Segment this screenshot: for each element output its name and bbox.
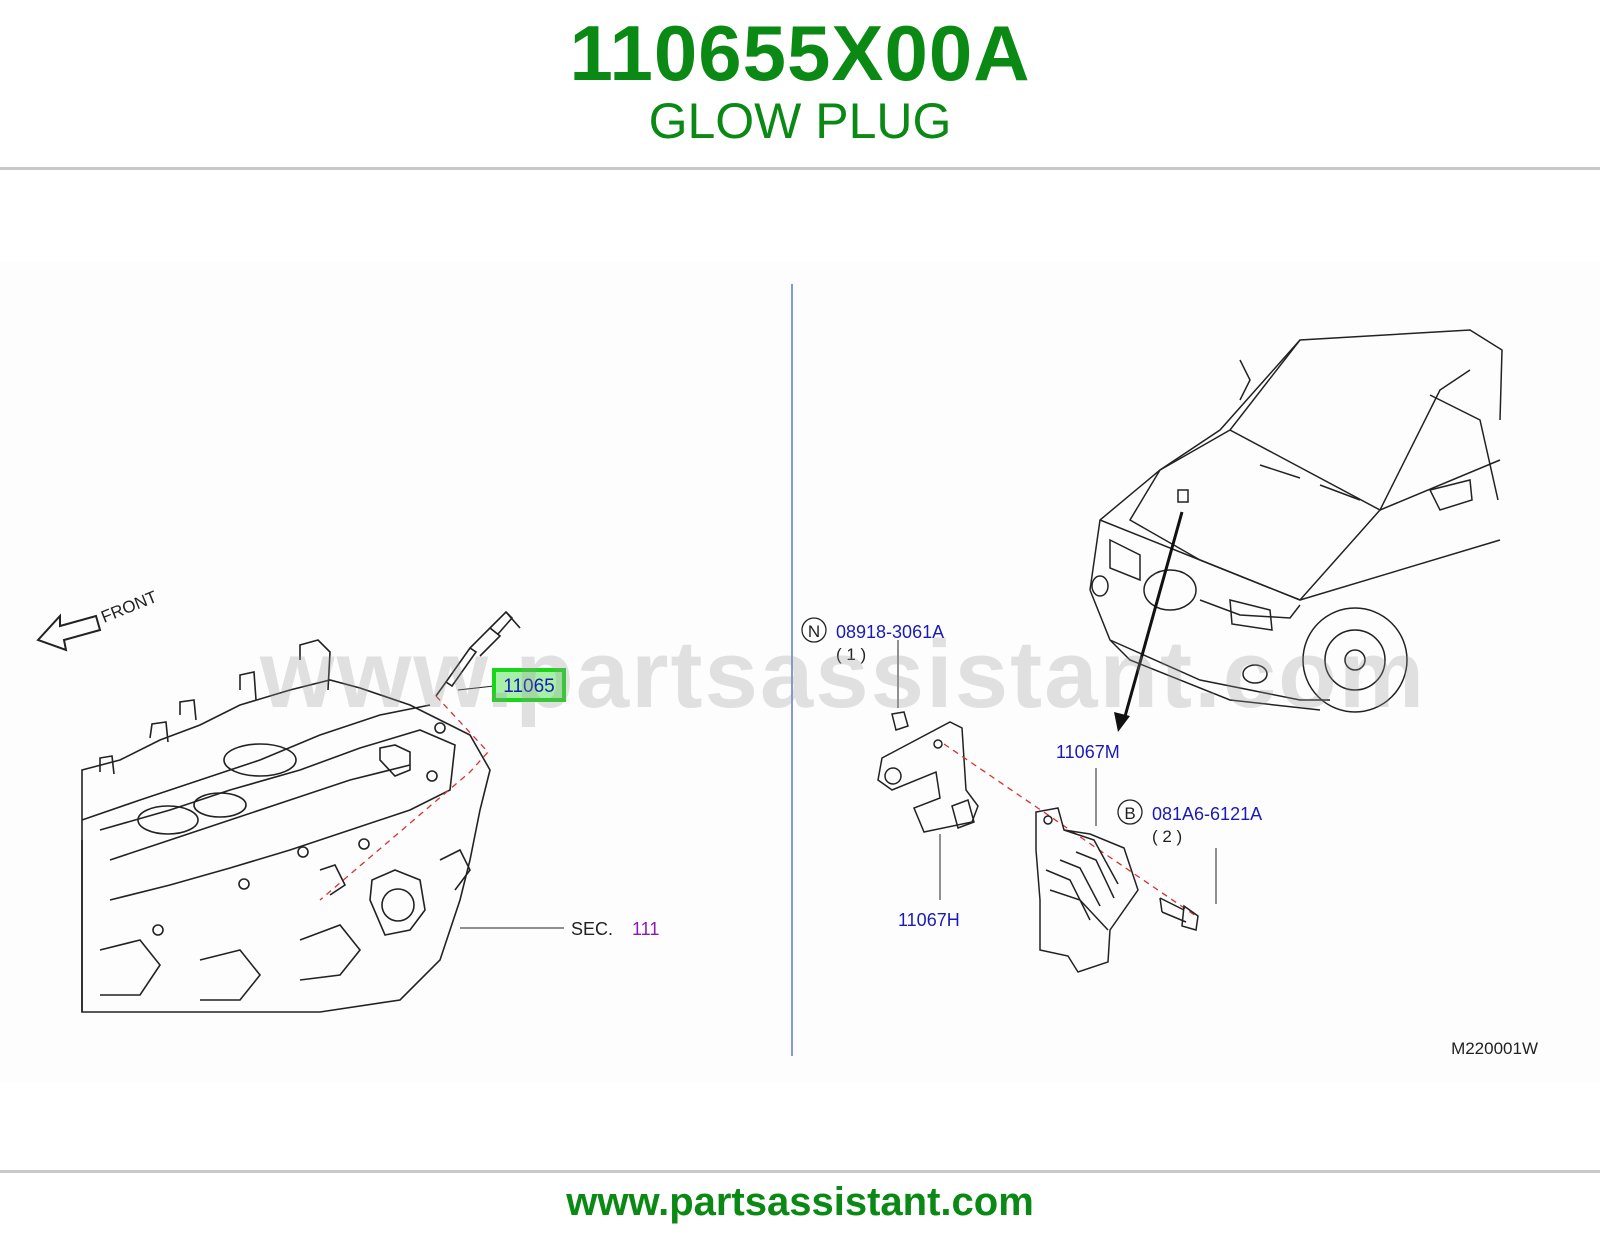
nut-symbol-circle <box>801 617 827 643</box>
nut-quantity: ( 1 ) <box>836 645 866 664</box>
bolt-part-number[interactable]: 081A6-6121A <box>1152 804 1262 824</box>
glow-plug-ref-label[interactable]: 11065 <box>503 676 554 697</box>
module-mount-line <box>943 743 1197 917</box>
glow-plug-leader <box>457 685 495 691</box>
sec-number-link[interactable]: 111 <box>632 919 659 939</box>
bolt-symbol-circle <box>1117 799 1143 825</box>
sec-label: SEC. <box>571 919 613 939</box>
module-ref-label[interactable]: 11067M <box>1056 742 1120 762</box>
nut-part-number[interactable]: 08918-3061A <box>836 622 944 642</box>
bracket-drawing <box>877 711 979 833</box>
bolt-drawing <box>1159 897 1199 931</box>
part-name-subtitle: GLOW PLUG <box>648 93 952 149</box>
glow-plug-install-line <box>319 695 489 901</box>
front-label: FRONT <box>98 587 159 627</box>
nut-symbol: N <box>808 622 820 641</box>
glow-control-module-drawing <box>1035 807 1139 973</box>
front-arrow-icon <box>36 613 102 652</box>
glow-plug-drawing <box>435 610 521 697</box>
diagram-panel <box>0 262 1600 1082</box>
footer-divider <box>0 1170 1600 1173</box>
location-arrow-icon <box>1114 511 1184 732</box>
bracket-ref-label[interactable]: 11067H <box>898 910 960 930</box>
footer-url-link[interactable]: www.partsassistant.com <box>566 1180 1034 1224</box>
part-number-title: 110655X00A <box>569 9 1031 97</box>
vehicle-drawing <box>1089 329 1503 713</box>
header-divider <box>0 167 1600 170</box>
engine-head-drawing <box>81 639 491 1013</box>
diagram-code: M220001W <box>1451 1039 1538 1058</box>
bolt-symbol: B <box>1124 804 1135 823</box>
bolt-quantity: ( 2 ) <box>1152 827 1182 846</box>
glow-plug-highlight-box[interactable] <box>492 668 566 702</box>
header: 110655X00A GLOW PLUG <box>0 0 1600 168</box>
